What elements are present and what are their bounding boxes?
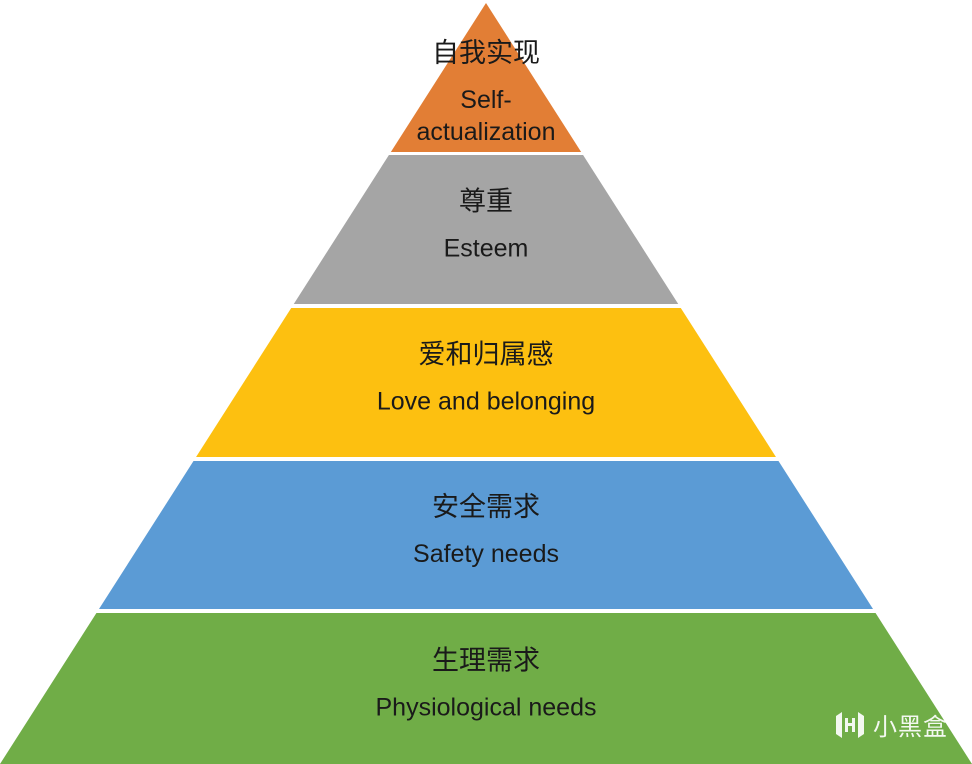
tier-label-en: Esteem: [444, 235, 529, 263]
tier-shape-safety-needs: [98, 461, 874, 609]
watermark: 小黑盒: [833, 707, 948, 742]
tier-label-cn: 尊重: [459, 187, 513, 218]
tier-esteem: 尊重 Esteem: [293, 155, 679, 304]
tier-love-and-belonging: 爱和归属感 Love and belonging: [196, 308, 776, 457]
tier-label-cn: 自我实现: [432, 38, 540, 69]
tier-safety-needs: 安全需求 Safety needs: [98, 461, 874, 609]
tier-shape-self-actualization: [390, 3, 582, 152]
tier-shape-love-and-belonging: [196, 308, 776, 457]
tier-shape-physiological-needs: [0, 613, 972, 764]
tier-label-en: actualization: [417, 118, 556, 146]
tier-label-en: Safety needs: [413, 540, 559, 568]
tier-label-cn: 生理需求: [432, 646, 540, 677]
tier-self-actualization: 自我实现 Self-actualization: [390, 3, 582, 152]
tier-label-cn: 爱和归属感: [419, 340, 554, 371]
tier-shape-esteem: [293, 155, 679, 304]
xiaoheihe-logo-icon: [836, 711, 864, 738]
tier-label-cn: 安全需求: [432, 492, 540, 523]
tier-physiological-needs: 生理需求 Physiological needs: [0, 613, 972, 764]
tier-label-en: Self-: [460, 86, 511, 114]
tier-label-en: Physiological needs: [376, 694, 597, 722]
tier-label-en: Love and belonging: [377, 388, 595, 416]
watermark-text: 小黑盒: [873, 713, 948, 741]
